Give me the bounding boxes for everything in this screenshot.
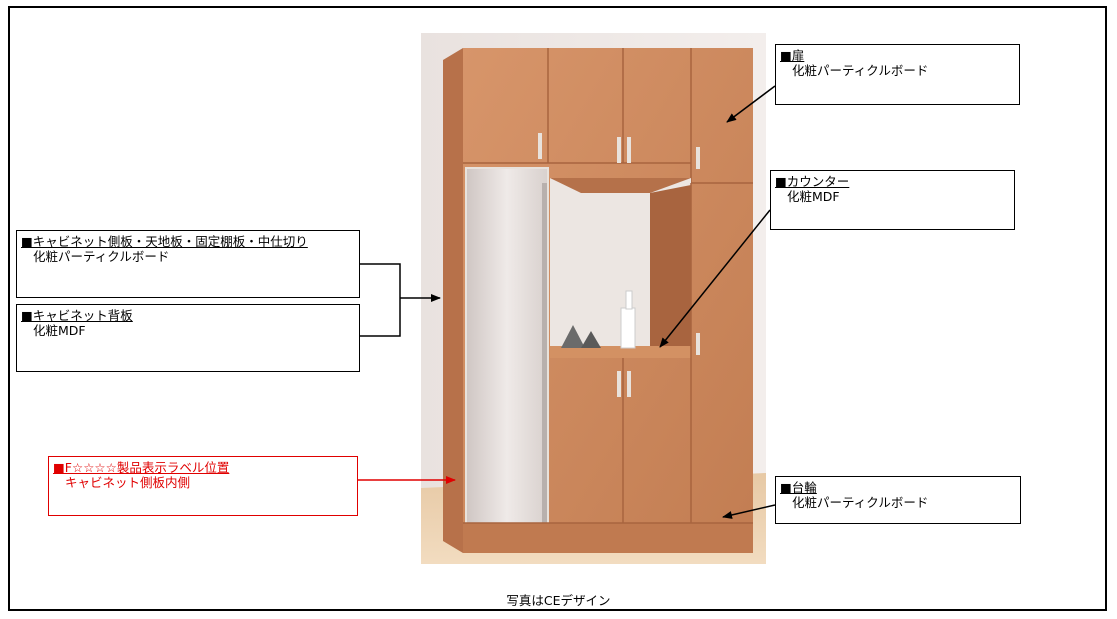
counter-material: 化粧MDF bbox=[787, 189, 840, 204]
cabinet-back-title: ■キャビネット背板 bbox=[21, 308, 133, 323]
base-title: ■台輪 bbox=[780, 480, 817, 495]
label-position-box: ■F☆☆☆☆製品表示ラベル位置 キャビネット側板内側 bbox=[48, 456, 358, 516]
base-material: 化粧パーティクルボード bbox=[792, 495, 929, 510]
photo-caption: 写真はCEデザイン bbox=[506, 593, 611, 608]
base-label-box: ■台輪 化粧パーティクルボード bbox=[775, 476, 1021, 524]
cabinet-side-material: 化粧パーティクルボード bbox=[33, 249, 170, 264]
cabinet-back-label-box: ■キャビネット背板 化粧MDF bbox=[16, 304, 360, 372]
cabinet-photo bbox=[421, 33, 766, 564]
cabinet-side-label-box: ■キャビネット側板・天地板・固定棚板・中仕切り 化粧パーティクルボード bbox=[16, 230, 360, 298]
label-position-title: ■F☆☆☆☆製品表示ラベル位置 bbox=[53, 460, 230, 475]
counter-label-box: ■カウンター 化粧MDF bbox=[770, 170, 1015, 230]
label-position-material: キャビネット側板内側 bbox=[65, 475, 191, 490]
cabinet-back-material: 化粧MDF bbox=[33, 323, 86, 338]
cabinet-side-title: ■キャビネット側板・天地板・固定棚板・中仕切り bbox=[21, 234, 308, 249]
door-material: 化粧パーティクルボード bbox=[792, 63, 929, 78]
door-title: ■扉 bbox=[780, 48, 805, 63]
door-label-box: ■扉 化粧パーティクルボード bbox=[775, 44, 1020, 105]
counter-title: ■カウンター bbox=[775, 174, 850, 189]
diagram-frame bbox=[8, 6, 1107, 611]
